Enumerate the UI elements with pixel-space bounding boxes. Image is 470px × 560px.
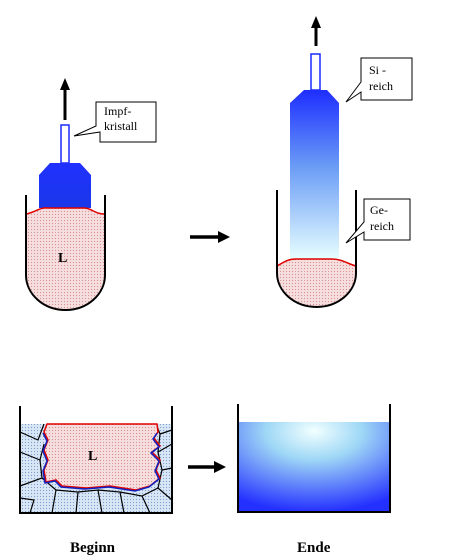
- callout-ge-reich: reich: [370, 219, 394, 233]
- process-arrow-bottom: [188, 461, 226, 473]
- pull-up-arrow-right: [311, 16, 321, 46]
- crucible-right: [276, 190, 357, 308]
- svg-text:kristall: kristall: [104, 119, 138, 133]
- grown-crystal-rod: [290, 90, 339, 260]
- container-ende: [237, 404, 391, 513]
- single-crystal-block: [238, 422, 390, 512]
- callout-ge: Ge-: [370, 203, 388, 217]
- caption-beginn: Beginn: [70, 540, 116, 556]
- ge-rich-callout: Ge- reich: [345, 198, 411, 244]
- svg-text:reich: reich: [369, 79, 393, 93]
- seed-crystal: [60, 124, 70, 164]
- svg-text:Impf-: Impf-: [104, 104, 131, 118]
- callout-si: Si -: [369, 63, 386, 77]
- svg-text:Si -: Si -: [369, 63, 386, 77]
- top-right-crucible-assembly: Si - reich Ge- reich: [276, 16, 413, 308]
- container-beginn: [19, 406, 173, 514]
- melt-surface: [25, 207, 106, 215]
- melt-liquid: [26, 207, 105, 311]
- top-left-crucible-assembly: L Impf- kristall: [25, 78, 157, 311]
- caption-ende: Ende: [297, 540, 331, 556]
- si-rich-callout: Si - reich: [345, 57, 413, 103]
- callout-impf: Impf-: [104, 104, 131, 118]
- melt-label: L: [58, 251, 67, 266]
- bottom-right-container: Ende: [237, 404, 391, 556]
- melt-liquid-right: [277, 259, 356, 306]
- melt-surface-right: [276, 258, 357, 267]
- callout-si-reich: reich: [369, 79, 393, 93]
- svg-text:reich: reich: [370, 219, 394, 233]
- svg-text:Ge-: Ge-: [370, 203, 388, 217]
- callout-kristall: kristall: [104, 119, 138, 133]
- seed-crystal-callout: Impf- kristall: [73, 101, 157, 143]
- grown-crystal-cone: [39, 163, 91, 208]
- grain-boundaries: [19, 423, 173, 514]
- bottom-left-container: L Beginn: [19, 406, 173, 556]
- melt-outline-blue: [42, 432, 161, 492]
- pull-up-arrow-left: [60, 78, 70, 120]
- melt-liquid-bottom: [43, 423, 162, 491]
- process-arrow-top: [190, 231, 230, 243]
- seed-crystal-right: [310, 53, 321, 91]
- crucible: [25, 195, 106, 311]
- melt-label-bottom: L: [88, 449, 97, 464]
